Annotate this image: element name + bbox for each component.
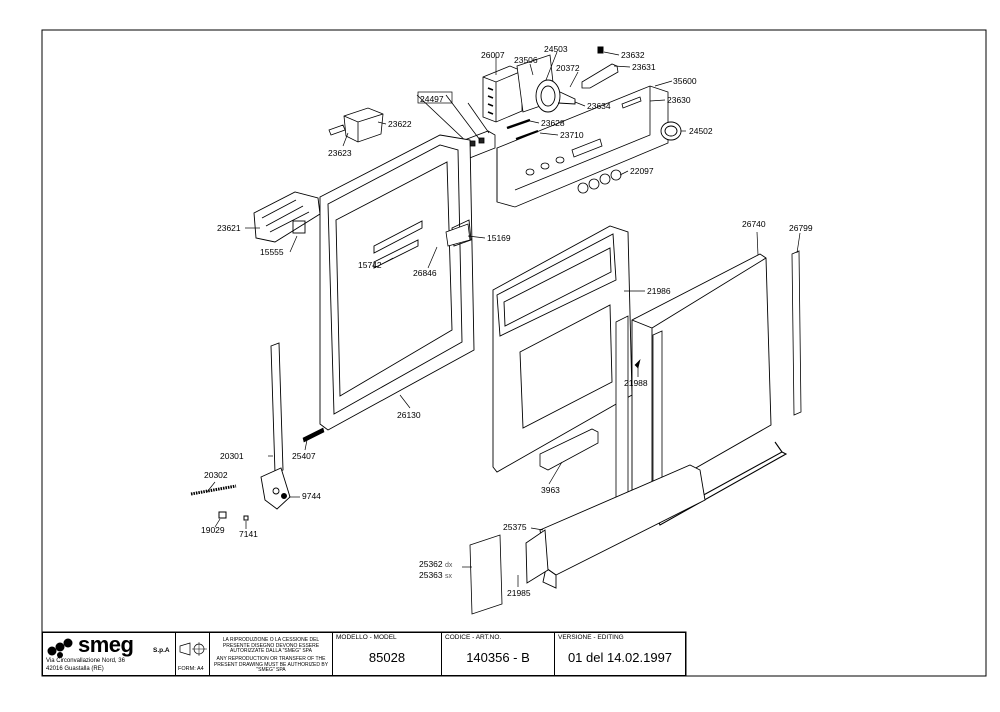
- code-value: 140356 - B: [466, 650, 530, 665]
- hinge-arm: [260, 342, 291, 510]
- part-number-35600: 35600: [673, 76, 697, 86]
- legal-notice-cell: LA RIPRODUZIONE O LA CESSIONE DEL PRESEN…: [209, 632, 333, 676]
- selector-knob: [660, 121, 682, 141]
- side-profile: [791, 250, 802, 416]
- part-number-25407: 25407: [292, 451, 316, 461]
- part-number-23506: 23506: [514, 55, 538, 65]
- part-number-15169: 15169: [487, 233, 511, 243]
- brand-suffix: S.p.A: [153, 647, 170, 654]
- part-number-23710: 23710: [560, 130, 584, 140]
- part-number-26846: 26846: [413, 268, 437, 278]
- part-number-26799: 26799: [789, 223, 813, 233]
- company-address-line2: 42016 Guastalla (RE): [46, 666, 104, 672]
- brand-name: smeg: [78, 632, 134, 657]
- part-number-20301: 20301: [220, 451, 244, 461]
- pin: [506, 118, 531, 130]
- part-number-25362: 25362 dx: [419, 559, 453, 569]
- part-number-25375: 25375: [503, 522, 527, 532]
- logo-dots-icon: [47, 638, 73, 658]
- model-value: 85028: [368, 650, 406, 665]
- hinge-insert: [445, 223, 471, 247]
- model-header: MODELLO - MODEL: [336, 634, 397, 641]
- part-number-21986: 21986: [647, 286, 671, 296]
- part-number-23631: 23631: [632, 62, 656, 72]
- control-panel: [496, 85, 669, 208]
- part-number-23628: 23628: [541, 118, 565, 128]
- inner-door: [319, 134, 475, 431]
- hinge-block: [328, 107, 384, 143]
- part-number-23621: 23621: [217, 223, 241, 233]
- code-header: CODICE - ART.NO.: [445, 634, 502, 641]
- version-header: VERSIONE - EDITING: [558, 634, 624, 641]
- part-number-23630: 23630: [667, 95, 691, 105]
- screw: [634, 359, 641, 369]
- projection-cell: FORM: A4: [175, 632, 210, 676]
- door-lock: [253, 191, 321, 243]
- model-cell: MODELLO - MODEL 85028: [332, 632, 442, 676]
- fastener: [597, 46, 604, 54]
- part-number-23632: 23632: [621, 50, 645, 60]
- part-number-7141: 7141: [239, 529, 258, 539]
- part-number-22097: 22097: [630, 166, 654, 176]
- part-number-3963: 3963: [541, 485, 560, 495]
- timer-unit: [482, 65, 523, 123]
- brand-cell: smeg S.p.A Via Circonvallazione Nord, 36…: [42, 632, 176, 676]
- legal-notice-it: LA RIPRODUZIONE O LA CESSIONE DEL PRESEN…: [222, 637, 320, 655]
- part-number-20372: 20372: [556, 63, 580, 73]
- part-number-25363: 25363 sx: [419, 570, 453, 580]
- part-number-21988: 21988: [624, 378, 648, 388]
- programmer: [535, 79, 576, 113]
- projection-symbol-icon: [179, 642, 207, 656]
- bottom-frame: [525, 464, 706, 589]
- seal-strip: [302, 427, 325, 443]
- smeg-logo: smeg S.p.A: [47, 632, 173, 659]
- code-cell: CODICE - ART.NO. 140356 - B: [441, 632, 555, 676]
- plinth-panel: [469, 534, 503, 615]
- pin: [515, 130, 539, 140]
- part-number-24503: 24503: [544, 44, 568, 54]
- part-number-19029: 19029: [201, 525, 225, 535]
- part-number-24497: 24497: [420, 94, 444, 104]
- outer-door: [492, 225, 633, 473]
- version-cell: VERSIONE - EDITING 01 del 14.02.1997: [554, 632, 686, 676]
- label-box-24497: [417, 91, 453, 104]
- bracket: [581, 63, 619, 89]
- part-number-23623: 23623: [328, 148, 352, 158]
- company-address-line1: Via Circonvallazione Nord, 36: [46, 658, 125, 664]
- pin-small: [243, 515, 249, 521]
- part-number-15555: 15555: [260, 247, 284, 257]
- part-number-20302: 20302: [204, 470, 228, 480]
- part-number-24502: 24502: [689, 126, 713, 136]
- part-number-26007: 26007: [481, 50, 505, 60]
- part-number-23622: 23622: [388, 119, 412, 129]
- bushing: [218, 511, 227, 519]
- part-number-9744: 9744: [302, 491, 321, 501]
- spring: [190, 484, 237, 496]
- knobs: [577, 169, 622, 194]
- part-number-26740: 26740: [742, 219, 766, 229]
- part-number-26130: 26130: [397, 410, 421, 420]
- part-number-21985: 21985: [507, 588, 531, 598]
- trim-profile: [539, 428, 599, 471]
- part-number-23634: 23634: [587, 101, 611, 111]
- part-number-15742: 15742: [358, 260, 382, 270]
- legal-notice-en: ANY REPRODUCTION OR TRANSFER OF THE PRES…: [213, 656, 329, 674]
- leader-lines: [206, 51, 801, 587]
- washer: [281, 493, 287, 499]
- form-size: FORM: A4: [178, 666, 204, 672]
- version-value: 01 del 14.02.1997: [567, 650, 673, 665]
